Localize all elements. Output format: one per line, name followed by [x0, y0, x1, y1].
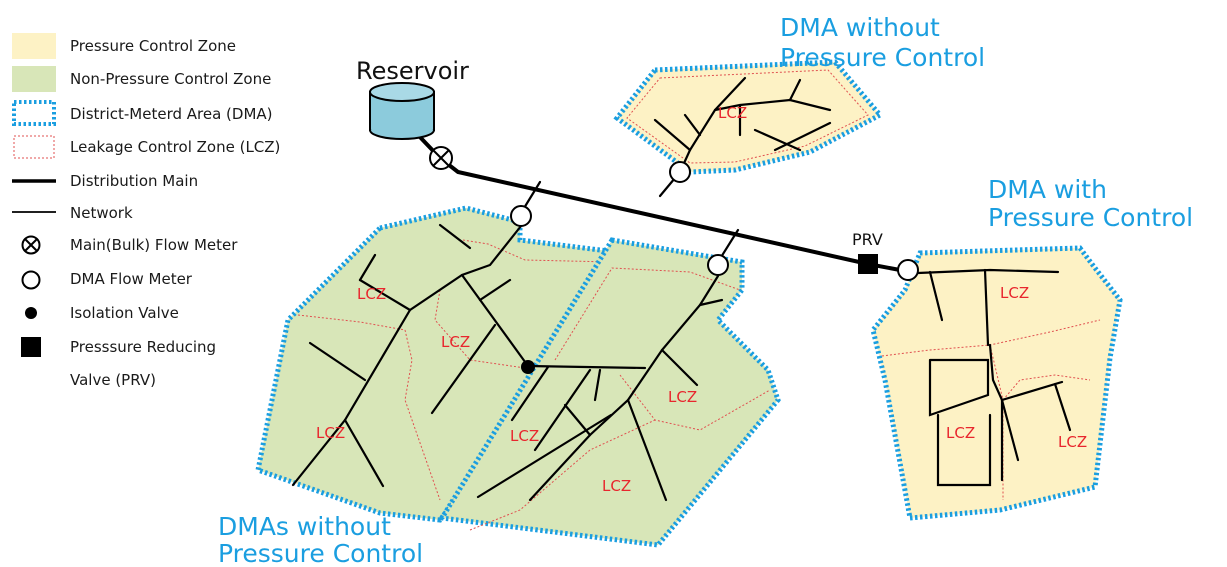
dma-right — [870, 245, 1123, 521]
dma-top — [613, 59, 884, 175]
main-flow-meter-icon — [21, 235, 41, 255]
dma-bottom-left — [255, 205, 645, 523]
lcz-label: LCZ — [316, 424, 345, 442]
dma-bottom-title-line1: DMAs without — [218, 512, 391, 541]
isolation-valve-icon — [25, 307, 37, 319]
dma-flow-meter-top — [669, 161, 691, 183]
dma-bottom-title-line2: Pressure Control — [218, 539, 423, 567]
dma-flow-meter-icon — [21, 270, 41, 290]
legend-label-network: Network — [70, 204, 133, 222]
reservoir-label: Reservoir — [356, 57, 469, 85]
isolation-valve — [521, 360, 535, 374]
lcz-label: LCZ — [1000, 284, 1029, 302]
prv-label: PRV — [852, 230, 883, 249]
dma-flow-meter-right — [897, 259, 919, 281]
legend-label-main-flow-meter: Main(Bulk) Flow Meter — [70, 236, 238, 254]
lcz-labels: LCZ LCZ LCZ LCZ LCZ LCZ LCZ LCZ LCZ LCZ — [316, 104, 1087, 495]
dma-top-network — [653, 76, 832, 174]
dma-bottom-middle-network — [476, 274, 724, 502]
legend-label-dma: District-Meterd Area (DMA) — [70, 105, 273, 123]
legend-label-dma-flow-meter: DMA Flow Meter — [70, 270, 193, 288]
pressure-control-zone-swatch — [12, 33, 56, 59]
dma-bottom-left-lcz-borders — [297, 239, 613, 501]
legend-label-lcz: Leakage Control Zone (LCZ) — [70, 138, 280, 156]
legend-label-isolation-valve: Isolation Valve — [70, 304, 179, 322]
lcz-border-swatch — [13, 135, 55, 159]
lcz-label: LCZ — [668, 388, 697, 406]
legend-label-pressure-control-zone: Pressure Control Zone — [70, 37, 236, 55]
lcz-label: LCZ — [602, 477, 631, 495]
dma-right-area — [870, 245, 1123, 521]
main-flow-meter — [429, 146, 453, 170]
dma-border-swatch — [12, 100, 56, 126]
dma-right-title-line1: DMA with — [988, 175, 1107, 204]
dma-flow-meter-middle — [707, 254, 729, 276]
legend-label-distribution-main: Distribution Main — [70, 172, 198, 190]
dma-top-area — [613, 59, 884, 175]
legend-label-non-pressure-control-zone: Non-Pressure Control Zone — [70, 70, 271, 88]
dma-flow-meter-left — [510, 205, 532, 227]
dma-bottom-left-network — [291, 223, 530, 488]
non-pressure-control-zone-swatch — [12, 66, 56, 92]
legend: Pressure Control Zone Non-Pressure Contr… — [12, 33, 280, 389]
dma-bottom-left-area — [255, 205, 645, 523]
reservoir-icon — [369, 82, 435, 140]
dma-right-network — [916, 268, 1072, 487]
dma-top-title-line1: DMA without — [780, 13, 940, 42]
lcz-label: LCZ — [357, 285, 386, 303]
lcz-label: LCZ — [441, 333, 470, 351]
dma-right-title-line2: Pressure Control — [988, 203, 1193, 232]
lcz-label: LCZ — [946, 424, 975, 442]
legend-label-prv: Presssure Reducing — [70, 338, 216, 356]
prv-icon — [21, 337, 41, 357]
prv-valve — [858, 254, 878, 274]
lcz-label: LCZ — [510, 427, 539, 445]
legend-label-prv-line2: Valve (PRV) — [70, 371, 156, 389]
lcz-label: LCZ — [718, 104, 747, 122]
dma-top-title-line2: Pressure Control — [780, 43, 985, 72]
lcz-label: LCZ — [1058, 433, 1087, 451]
